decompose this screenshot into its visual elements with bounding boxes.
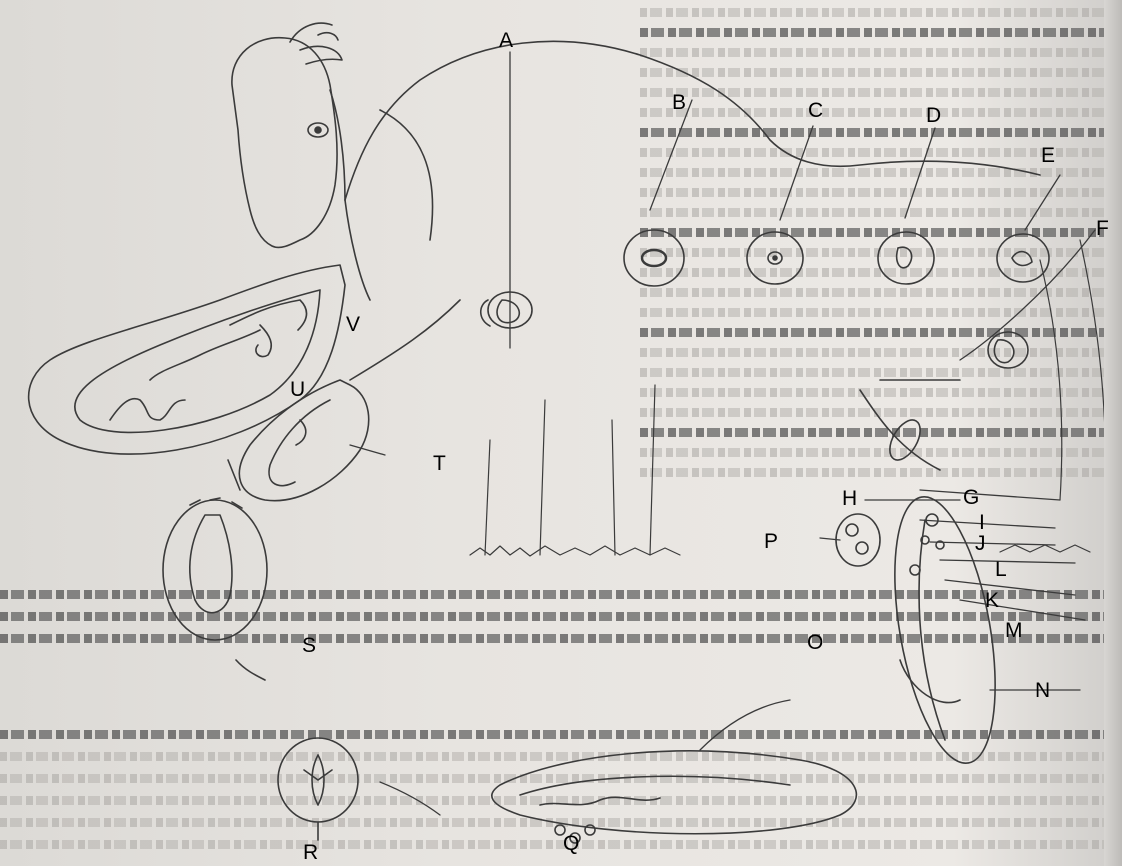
label-m: M [1005, 620, 1023, 641]
label-s: S [302, 635, 316, 656]
label-p: P [764, 531, 778, 552]
label-c: C [808, 100, 823, 121]
label-d: D [926, 105, 941, 126]
label-g: G [963, 487, 979, 508]
larval-stage-drawing [278, 738, 856, 843]
label-u: U [290, 379, 305, 400]
sheep-host-drawing [232, 23, 1040, 300]
label-v: V [346, 314, 360, 335]
label-i: I [979, 512, 985, 533]
label-q: Q [563, 833, 579, 854]
sporocyst-stage-drawing [163, 460, 267, 680]
label-e: E [1041, 145, 1055, 166]
page-edge-shadow [1104, 0, 1122, 866]
label-f: F [1096, 218, 1109, 239]
egg-stages-drawing [481, 230, 1049, 368]
label-h: H [842, 488, 857, 509]
grass-drawing [470, 240, 1106, 560]
label-l: L [995, 559, 1007, 580]
label-n: N [1035, 680, 1050, 701]
label-t: T [433, 453, 446, 474]
label-k: K [985, 590, 999, 611]
label-b: B [672, 92, 686, 113]
adult-fluke-drawing [29, 265, 345, 454]
cycle-arrows [380, 700, 790, 815]
label-r: R [303, 842, 318, 863]
label-a: A [499, 30, 513, 51]
miracidium-cercaria-drawing [836, 380, 1013, 771]
label-j: J [975, 533, 986, 554]
label-o: O [807, 632, 823, 653]
